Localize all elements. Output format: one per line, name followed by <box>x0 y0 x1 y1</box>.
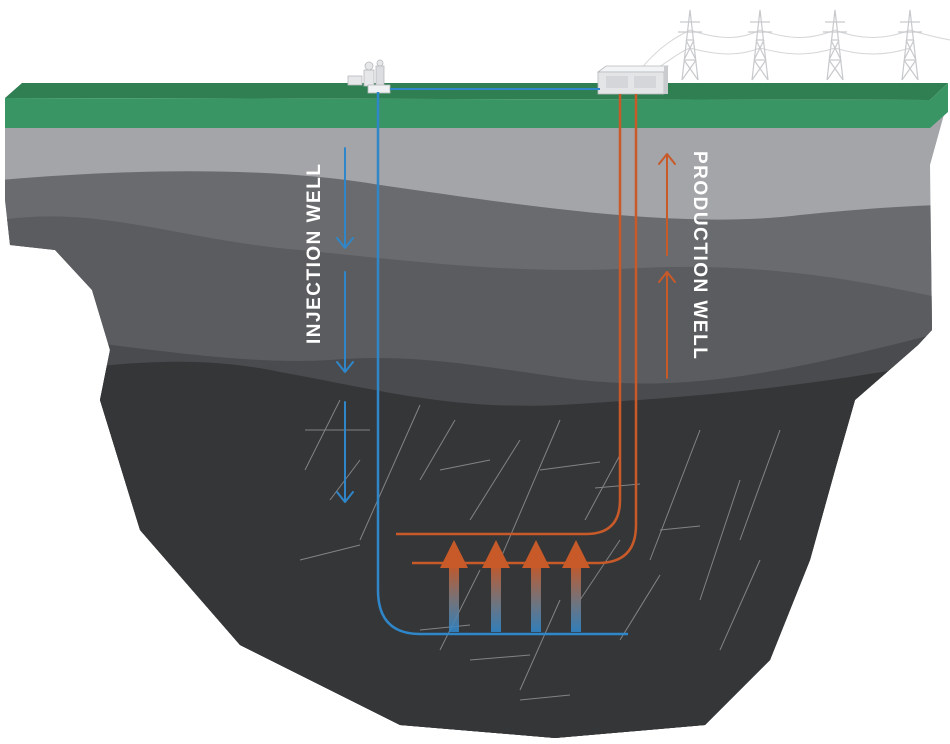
reservoir-rock-layer <box>5 360 948 738</box>
up-arrow-icon <box>658 271 676 379</box>
ground-layers <box>5 100 948 738</box>
production-flow-arrows <box>658 153 676 379</box>
heat-arrow <box>522 540 550 632</box>
production-well-label: PRODUCTION WELL <box>689 151 710 360</box>
injection-flow-arrows <box>336 147 354 503</box>
down-arrow-icon <box>336 271 354 373</box>
heat-arrow <box>562 540 590 632</box>
production-well-pipe-2 <box>412 94 638 565</box>
production-facility-icon <box>596 65 669 95</box>
injection-well-pipe <box>376 92 628 636</box>
surface-band <box>5 83 948 128</box>
heat-arrow <box>440 540 468 632</box>
fracture-lines <box>299 399 781 701</box>
heat-arrows <box>440 540 590 632</box>
down-arrow-icon <box>336 147 354 249</box>
injection-well-label: INJECTION WELL <box>304 163 325 344</box>
down-arrow-icon <box>336 401 354 503</box>
heat-arrow <box>482 540 510 632</box>
production-well-pipe-1 <box>396 94 622 536</box>
surface-top <box>5 83 948 100</box>
up-arrow-icon <box>658 153 676 256</box>
transmission-tower-icon <box>678 9 922 81</box>
ground-surface <box>5 83 948 128</box>
